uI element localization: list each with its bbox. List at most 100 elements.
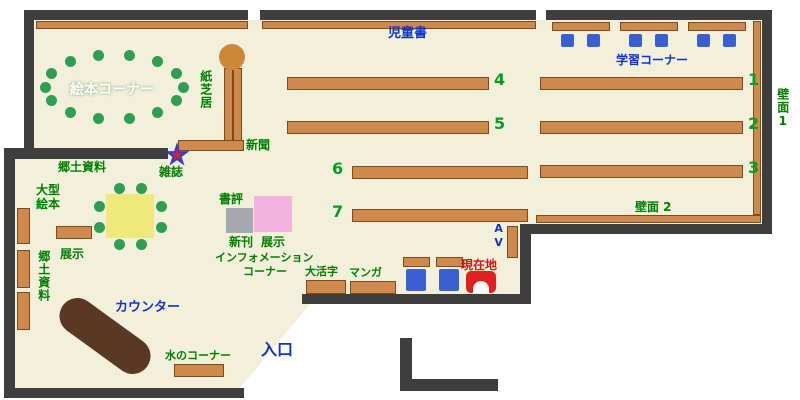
- label-newspaper: 新聞: [246, 138, 271, 152]
- label-kamishibai: 紙芝居: [198, 70, 213, 109]
- chair-dot: [39, 81, 51, 93]
- label-current-location: 現在地: [461, 258, 498, 272]
- wall-shelf-right: [753, 21, 761, 215]
- chair-dot: [177, 81, 189, 93]
- chair-dot: [93, 221, 105, 233]
- local-materials-shelf-2: [17, 292, 30, 330]
- manga-shelf: [350, 281, 396, 294]
- study-chair: [587, 34, 600, 47]
- label-exhibit-left: 展示: [60, 247, 85, 261]
- bookshelf-1: [540, 77, 743, 90]
- study-desk: [552, 22, 610, 31]
- chair-dot: [135, 182, 147, 194]
- label-large-picture-line2: 絵本: [36, 197, 61, 211]
- bookshelf-2: [540, 121, 743, 134]
- bookshelf-7: [352, 209, 528, 222]
- chair-dot: [93, 50, 105, 62]
- bookshelf-6: [352, 166, 528, 179]
- label-information-line1: インフォメーション: [215, 251, 314, 264]
- wall-top-left: [24, 10, 248, 20]
- chair-dot: [65, 56, 77, 68]
- large-picture-shelf: [17, 208, 30, 244]
- wall-left-upper: [24, 10, 34, 152]
- exhibit-shelf-left: [56, 226, 92, 239]
- shelf-number-4: 4: [494, 70, 506, 89]
- bookshelf-5: [287, 121, 489, 134]
- shelf-number-3: 3: [748, 158, 760, 177]
- opac-desk-1: [403, 257, 430, 267]
- label-wall1: 壁面1: [775, 88, 790, 129]
- label-counter: カウンター: [115, 300, 181, 315]
- wall-corridor-bottom: [302, 294, 531, 304]
- chair-dot: [123, 50, 135, 62]
- opac-desk-2: [436, 257, 463, 267]
- reading-table: [106, 194, 154, 238]
- chair-dot: [93, 112, 105, 124]
- chair-dot: [170, 67, 182, 79]
- study-chair: [697, 34, 710, 47]
- water-corner-shelf: [174, 364, 224, 377]
- label-picture-book-corner: 絵本コーナー: [70, 82, 154, 98]
- newspaper-shelf: [178, 140, 244, 151]
- label-large-print: 大活字: [305, 265, 338, 278]
- wall-top-center: [260, 10, 536, 20]
- shelf-number-2: 2: [748, 114, 760, 133]
- large-print-shelf: [306, 280, 346, 294]
- opac-chair-2: [439, 269, 459, 291]
- study-chair: [723, 34, 736, 47]
- label-av: AV: [492, 222, 506, 250]
- chair-dot: [93, 200, 105, 212]
- bookshelf-4: [287, 77, 489, 90]
- study-chair: [629, 34, 642, 47]
- shelf-number-5: 5: [494, 114, 506, 133]
- shelf-number-6: 6: [332, 159, 344, 178]
- bookshelf-3: [540, 165, 743, 178]
- study-chair: [655, 34, 668, 47]
- opac-chair-1: [406, 269, 426, 291]
- label-new-books: 新刊: [229, 235, 254, 249]
- label-magazine: 雑誌: [159, 165, 184, 179]
- label-children-books: 児童書: [388, 26, 428, 41]
- study-desk: [620, 22, 678, 31]
- wall-lobby-vertical: [400, 338, 412, 391]
- label-information-line2: コーナー: [243, 265, 287, 278]
- chair-dot: [170, 95, 182, 107]
- chair-dot: [155, 200, 167, 212]
- wall-left-lower: [4, 148, 15, 398]
- study-desk: [688, 22, 746, 31]
- label-entrance: 入口: [261, 340, 294, 359]
- shelf-number-7: 7: [332, 202, 344, 221]
- wall-shelf-bottom-right: [536, 215, 761, 223]
- magazine-star-icon-inner: [171, 149, 183, 160]
- chair-dot: [113, 238, 125, 250]
- wall-lobby-horizontal: [400, 379, 498, 391]
- wall-bottom-left: [4, 388, 244, 398]
- floor-left-strip: [14, 159, 34, 224]
- wall-right: [762, 10, 772, 234]
- round-table: [219, 44, 245, 70]
- label-local-materials-top: 郷土資料: [58, 160, 107, 174]
- chair-dot: [46, 67, 58, 79]
- chair-dot: [151, 56, 163, 68]
- label-large-picture-line1: 大型: [36, 183, 61, 197]
- current-location-icon-arch: [473, 281, 489, 293]
- chair-dot: [123, 112, 135, 124]
- chair-dot: [113, 182, 125, 194]
- wall-bottom-right-hall: [526, 224, 772, 234]
- shelf-number-1: 1: [748, 70, 760, 89]
- kamishibai-shelf-b: [233, 68, 242, 148]
- wall-interior-horizontal: [4, 148, 168, 159]
- label-study-corner: 学習コーナー: [616, 53, 689, 67]
- wall-top-right: [546, 10, 772, 20]
- chair-dot: [155, 221, 167, 233]
- book-review-display: [226, 208, 253, 233]
- wall-corridor-east: [520, 224, 531, 304]
- label-manga: マンガ: [349, 266, 382, 279]
- label-wall2: 壁面 2: [635, 200, 672, 214]
- label-exhibit-center: 展示: [261, 235, 286, 249]
- label-water-corner: 水のコーナー: [165, 349, 231, 362]
- local-materials-shelf-1: [17, 250, 30, 288]
- chair-dot: [135, 238, 147, 250]
- current-location-icon: [466, 271, 496, 293]
